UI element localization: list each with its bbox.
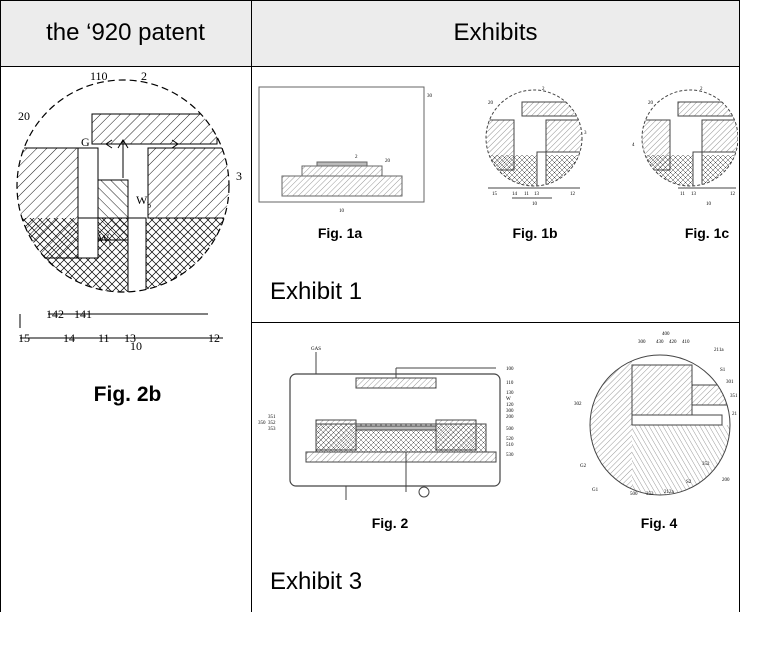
fig2-label-520: 520 [506, 437, 514, 442]
exhibit1-label: Exhibit 1 [270, 278, 363, 305]
fig2-label-300: 300 [506, 409, 514, 414]
label-142: 142 [46, 307, 64, 321]
exhibit3-fig2: GAS 100 110 130 W 120 300 200 500 520 51… [258, 347, 514, 500]
fig4-label-S2: S2 [686, 480, 692, 485]
label-Wt: W [98, 231, 110, 245]
fig2-label-120: 120 [506, 403, 514, 408]
fig4-label-G1: G1 [592, 488, 599, 493]
label-2: 2 [141, 69, 147, 83]
fig2-label-353: 353 [268, 427, 276, 432]
fig1b-label-2: 2 [542, 87, 545, 92]
fig4-label-200: 200 [722, 478, 730, 483]
col1-header: the ‘920 patent [0, 0, 251, 66]
fig4-label-400: 400 [662, 332, 670, 337]
fig1c-label-11: 11 [680, 192, 685, 197]
fig1b-label-3: 3 [584, 131, 587, 136]
label-110: 110 [90, 69, 108, 83]
fig1b-label-20: 20 [488, 101, 494, 106]
fig1b-label-14: 14 [512, 192, 518, 197]
exhibit1-fig1a-caption: Fig. 1a [317, 225, 363, 241]
fig2-label-130: 130 [506, 391, 514, 396]
label-Wt-sub: t [109, 239, 112, 248]
label-141: 141 [74, 307, 92, 321]
fig2-label-110: 110 [506, 381, 514, 386]
fig1c-label-2: 2 [700, 87, 703, 92]
fig1c-label-4: 4 [632, 143, 635, 148]
table-divider-row [251, 322, 740, 323]
col2-header: Exhibits [252, 0, 739, 66]
exhibit3-fig4-caption: Fig. 4 [640, 515, 678, 531]
exhibit1-fig1a: 30 10 2 20 [258, 86, 433, 214]
exhibit3-fig4: 400 300 430 420 410 211a S1 301 351 302 … [574, 332, 738, 497]
fig4-label-420: 420 [669, 340, 677, 345]
fig2-label-W: W [506, 397, 511, 402]
exhibit1-fig1c: 2 20 4 11 13 12 10 [632, 87, 738, 207]
label-15: 15 [18, 331, 30, 345]
fig4-label-353: 353 [646, 492, 654, 497]
table-divider-column [251, 0, 252, 612]
fig2-label-510: 510 [506, 443, 514, 448]
fig1c-label-12: 12 [730, 192, 736, 197]
patent-figure-2b: 110 2 20 G 3 W b W t 142 141 15 14 11 13… [16, 69, 242, 352]
label-14: 14 [63, 331, 75, 345]
fig1c-label-10: 10 [706, 202, 712, 207]
exhibit3-label: Exhibit 3 [270, 568, 363, 595]
label-20: 20 [18, 109, 30, 123]
label-3: 3 [236, 169, 242, 183]
label-13: 13 [124, 331, 136, 345]
fig1b-label-13: 13 [534, 192, 540, 197]
fig2-label-350: 350 [258, 421, 266, 426]
exhibit1-fig1b: 2 20 3 15 14 11 13 12 10 [485, 87, 587, 207]
fig1b-label-12: 12 [570, 192, 576, 197]
fig4-label-212a: 212a [664, 490, 675, 495]
exhibit1-fig1c-caption: Fig. 1c [684, 225, 730, 241]
label-Wb-sub: b [147, 201, 151, 210]
label-10: 10 [130, 339, 142, 352]
exhibit3-fig2-caption: Fig. 2 [371, 515, 409, 531]
fig4-label-301: 301 [726, 380, 734, 385]
fig4-label-352: 352 [702, 462, 710, 467]
fig4-label-410: 410 [682, 340, 690, 345]
fig2-label-gas: GAS [311, 347, 321, 352]
label-12: 12 [208, 331, 220, 345]
fig4-label-300: 300 [638, 340, 646, 345]
fig4-label-G2: G2 [580, 464, 587, 469]
patent-figure-caption: Fig. 2b [93, 383, 162, 406]
fig1b-label-10: 10 [532, 202, 538, 207]
fig4-label-500: 500 [630, 492, 638, 497]
table-border-top [0, 0, 740, 1]
fig1a-label-2: 2 [355, 155, 358, 160]
fig2-label-351: 351 [268, 415, 276, 420]
fig4-label-430: 430 [656, 340, 664, 345]
label-G: G [81, 135, 90, 149]
label-Wb: W [136, 193, 148, 207]
fig4-label-351: 351 [730, 394, 738, 399]
fig1b-label-15: 15 [492, 192, 498, 197]
fig1a-label-30: 30 [427, 94, 433, 99]
table-border-right [739, 0, 740, 612]
exhibit1-fig1b-caption: Fig. 1b [512, 225, 558, 241]
fig4-label-S1: S1 [720, 368, 726, 373]
fig2-label-500: 500 [506, 427, 514, 432]
fig4-label-21: 21 [732, 412, 738, 417]
fig4-label-211a: 211a [714, 348, 724, 353]
col2-header-text: Exhibits [453, 19, 538, 46]
col1-header-text: the ‘920 patent [46, 19, 205, 46]
label-11: 11 [98, 331, 110, 345]
table-divider-header [0, 66, 740, 67]
fig1c-label-20: 20 [648, 101, 654, 106]
fig2-label-100: 100 [506, 367, 514, 372]
fig2-label-530: 530 [506, 453, 514, 458]
fig1c-label-13: 13 [691, 192, 697, 197]
fig1a-label-20: 20 [385, 159, 391, 164]
table-border-left [0, 0, 1, 612]
fig4-label-302: 302 [574, 402, 582, 407]
fig2-label-352: 352 [268, 421, 276, 426]
fig1a-label-10: 10 [339, 209, 345, 214]
fig1b-label-11: 11 [524, 192, 529, 197]
fig2-label-200: 200 [506, 415, 514, 420]
